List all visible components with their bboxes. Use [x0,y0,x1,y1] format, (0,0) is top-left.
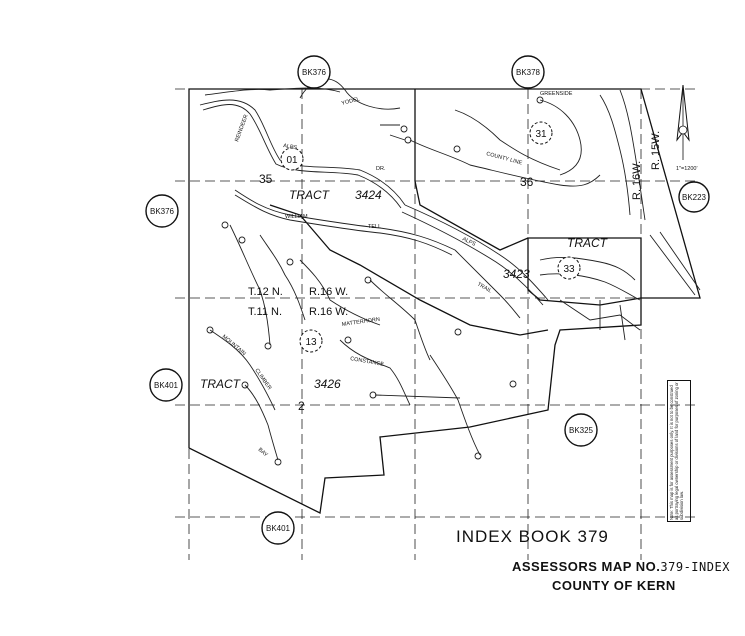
book-ref-top-left[interactable]: BK376 [297,55,331,89]
book-ref-right-upper[interactable]: BK223 [678,181,710,213]
section-36: 36 [520,175,534,189]
svg-text:MATTERHORN: MATTERHORN [341,317,380,328]
svg-text:ALPS: ALPS [461,236,477,248]
svg-text:BK401: BK401 [154,381,179,390]
section-35: 35 [259,172,273,186]
svg-text:YODEL: YODEL [341,96,361,107]
map-boundary [188,88,701,514]
svg-text:BK401: BK401 [266,524,291,533]
svg-text:MOUNTAIN: MOUNTAIN [221,334,247,357]
map-number: 379-INDEX [660,560,730,574]
range-16w-lower: R.16 W. [309,306,348,318]
book-ref-top-right[interactable]: BK378 [511,55,545,89]
page-ref-33[interactable]: 33 [557,256,581,280]
svg-text:REINDEER: REINDEER [234,114,249,143]
svg-text:13: 13 [305,337,317,348]
township-12n: T.12 N. [248,286,283,298]
book-ref-left-upper[interactable]: BK376 [145,194,179,228]
range-15w-vertical: R. 15W. [650,131,662,170]
svg-text:TRAIL: TRAIL [476,282,493,295]
page-ref-31[interactable]: 31 [529,121,553,145]
svg-text:31: 31 [535,129,547,140]
township-11n: T.11 N. [248,306,282,318]
road-network [199,78,701,461]
north-arrow [676,84,690,160]
map-label: ASSESSORS MAP NO. [512,559,661,574]
tract-3424-boundary [269,204,549,336]
section-36-inner-boundary [414,89,529,251]
svg-text:DR.: DR. [376,166,386,172]
scale-label: 1"=1200' [676,166,698,172]
svg-text:ALPS: ALPS [283,143,298,151]
tract-3424-number: 3424 [355,188,382,202]
disclaimer-note: Note: This map is for assessment purpose… [667,380,691,522]
page-ref-13[interactable]: 13 [299,329,323,353]
index-book-title: INDEX BOOK 379 [456,527,609,546]
svg-text:BK376: BK376 [302,68,327,77]
tract-3426-number: 3426 [314,377,341,391]
tract-3423-word: TRACT [567,236,609,250]
tract-3423-number: 3423 [503,267,530,281]
book-ref-bottom[interactable]: BK401 [261,511,295,545]
svg-text:WILLIAM: WILLIAM [285,214,308,220]
svg-text:CONSTANCE: CONSTANCE [350,356,385,368]
svg-text:BAY: BAY [257,447,269,459]
county-name: COUNTY OF KERN [552,578,676,593]
svg-text:BK376: BK376 [150,207,175,216]
svg-text:GREENSIDE: GREENSIDE [540,91,573,97]
cul-de-sacs [206,96,544,466]
svg-text:BK325: BK325 [569,426,594,435]
book-ref-right-lower[interactable]: BK325 [564,413,598,447]
svg-text:BK378: BK378 [516,68,541,77]
assessors-map-number: ASSESSORS MAP NO.379-INDEX [512,559,730,574]
section-grid [175,88,700,560]
disclaimer-text: Note: This map is for assessment purpose… [669,382,684,520]
svg-text:COUNTY LINE: COUNTY LINE [485,151,522,166]
svg-text:33: 33 [563,264,575,275]
svg-text:BK223: BK223 [682,193,707,202]
svg-text:TELL: TELL [368,224,381,230]
svg-text:01: 01 [286,155,298,166]
page-ref-01[interactable]: 01 [280,147,304,171]
range-16w-vertical: R. 16W. [631,161,643,200]
svg-text:CLIMBER: CLIMBER [253,368,272,391]
section-2: 2 [298,399,305,413]
book-ref-left-lower[interactable]: BK401 [149,368,183,402]
range-16w-upper: R.16 W. [309,286,348,298]
tract-3424-word: TRACT [289,188,331,202]
tract-3426-word: TRACT [200,377,242,391]
